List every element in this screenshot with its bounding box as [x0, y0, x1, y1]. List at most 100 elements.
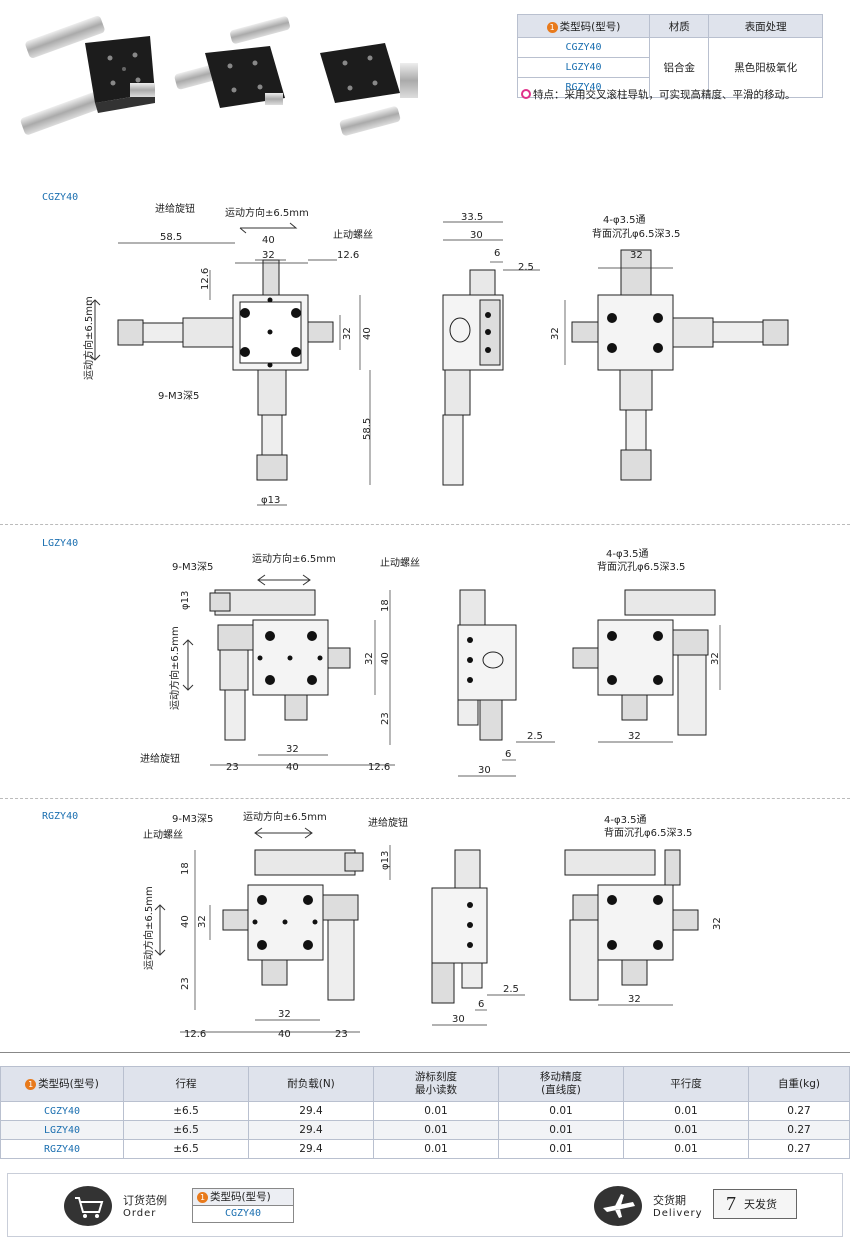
dim: 40 [380, 652, 391, 665]
spec-model: RGZY40 [516, 77, 651, 98]
drawing-lgzy40: 9-M3深5 运动方向±6.5mm 止动螺丝 进给旋钮 4-φ3.5通 背面沉孔… [140, 548, 721, 777]
label-counterbore: 背面沉孔φ6.5深3.5 [604, 826, 692, 839]
dim: φ13 [261, 495, 280, 506]
dim: 2.5 [527, 731, 543, 742]
section-label-cgzy40: CGZY40 [42, 192, 79, 203]
photo-rgzy40 [320, 43, 418, 136]
section-label-rgzy40: RGZY40 [42, 811, 79, 822]
spec-header-surface: 表面处理 [708, 14, 823, 38]
number-badge: 1 [546, 21, 558, 33]
table-row: RGZY40 ±6.5 29.4 0.01 0.01 0.01 0.27 [0, 1139, 850, 1159]
label-motion-direction: 运动方向±6.5mm [252, 552, 336, 565]
label-counterbore: 背面沉孔φ6.5深3.5 [597, 560, 685, 573]
photo-cgzy40 [20, 15, 155, 135]
dim: 32 [550, 327, 561, 340]
order-title: 订货范例 [123, 1194, 167, 1207]
drawing-cgzy40: 进给旋钮 运动方向±6.5mm 止动螺丝 9-M3深5 4-φ3.5通 背面沉孔… [82, 202, 789, 506]
label-motion-vertical: 运动方向±6.5mm [142, 886, 155, 970]
dim: 6 [478, 999, 484, 1010]
drawing-rgzy40: 9-M3深5 运动方向±6.5mm 进给旋钮 止动螺丝 4-φ3.5通 背面沉孔… [142, 810, 723, 1040]
number-badge: 1 [25, 1078, 37, 1090]
dim: 58.5 [362, 418, 373, 440]
table-row: LGZY40 ±6.5 29.4 0.01 0.01 0.01 0.27 [0, 1120, 850, 1140]
delivery-title-en: Delivery [653, 1208, 703, 1219]
feature-note: 特点：采用交叉滚柱导轨，可实现高精度、平滑的移动。 [521, 87, 796, 102]
section-label-lgzy40: LGZY40 [42, 538, 79, 549]
section-divider [0, 524, 850, 525]
dim: 32 [262, 250, 275, 261]
dim: 2.5 [503, 984, 519, 995]
photo-lgzy40 [174, 16, 290, 108]
dim: 23 [335, 1029, 348, 1040]
dim: φ13 [180, 591, 191, 610]
label-feed-knob: 进给旋钮 [155, 202, 195, 215]
section-divider [0, 1052, 850, 1053]
dim: 32 [628, 994, 641, 1005]
label-tap: 9-M3深5 [172, 561, 213, 573]
label-feed-knob: 进给旋钮 [368, 816, 408, 829]
perf-header: 平行度 [623, 1066, 749, 1102]
label-tap: 9-M3深5 [158, 390, 199, 402]
dim: 12.6 [184, 1029, 206, 1040]
airplane-icon [594, 1186, 642, 1226]
dim: 6 [505, 749, 511, 760]
bullet-icon [521, 89, 531, 99]
dim: 18 [180, 862, 191, 875]
label-counterbore: 背面沉孔φ6.5深3.5 [592, 227, 680, 240]
dim: 32 [712, 917, 723, 930]
label-stop-screw: 止动螺丝 [380, 557, 420, 569]
dim: 58.5 [160, 232, 182, 243]
perf-header: 耐负载(N) [248, 1066, 374, 1102]
dim: 32 [710, 652, 721, 665]
perf-header: 游标刻度 最小读数 [373, 1066, 499, 1102]
spec-header-material: 材质 [649, 14, 710, 38]
dim: 32 [197, 915, 208, 928]
dim: 40 [362, 327, 373, 340]
dim: 30 [452, 1014, 465, 1025]
dim: 30 [470, 230, 483, 241]
order-model-value: CGZY40 [224, 1208, 262, 1219]
dim: 6 [494, 248, 500, 259]
perf-header: 行程 [123, 1066, 249, 1102]
dim: 23 [380, 712, 391, 725]
perf-header: 移动精度 (直线度) [498, 1066, 624, 1102]
label-motion-direction: 运动方向±6.5mm [243, 810, 327, 823]
dim: 40 [180, 915, 191, 928]
dim: 33.5 [461, 212, 483, 223]
label-feed-knob: 进给旋钮 [140, 752, 180, 765]
dim: 32 [364, 652, 375, 665]
order-title-en: Order [123, 1208, 157, 1219]
dim: 23 [226, 762, 239, 773]
label-motion-direction: 运动方向±6.5mm [225, 206, 309, 219]
dim: 12.6 [337, 250, 359, 261]
dim: 18 [380, 599, 391, 612]
dim: 12.6 [200, 268, 211, 290]
label-hole-through: 4-φ3.5通 [604, 814, 646, 826]
dim: 12.6 [368, 762, 390, 773]
dim: 32 [342, 327, 353, 340]
dim: φ13 [380, 851, 391, 870]
dim: 40 [286, 762, 299, 773]
dim: 40 [262, 235, 275, 246]
cart-icon [64, 1186, 112, 1226]
dim: 2.5 [518, 262, 534, 273]
dim: 32 [278, 1009, 291, 1020]
dim: 32 [630, 250, 643, 261]
spec-material: 铝合金 [649, 37, 710, 98]
delivery-title: 交货期 [653, 1194, 686, 1207]
dim: 32 [628, 731, 641, 742]
dim: 32 [286, 744, 299, 755]
section-divider [0, 798, 850, 799]
spec-model: CGZY40 [516, 37, 651, 58]
label-motion-vertical: 运动方向±6.5mm [168, 626, 181, 710]
number-badge: 1 [197, 1192, 208, 1203]
dim: 30 [478, 765, 491, 776]
dim: 40 [278, 1029, 291, 1040]
spec-surface: 黑色阳极氧化 [708, 37, 823, 98]
label-tap: 9-M3深5 [172, 813, 213, 825]
dim: 23 [180, 977, 191, 990]
